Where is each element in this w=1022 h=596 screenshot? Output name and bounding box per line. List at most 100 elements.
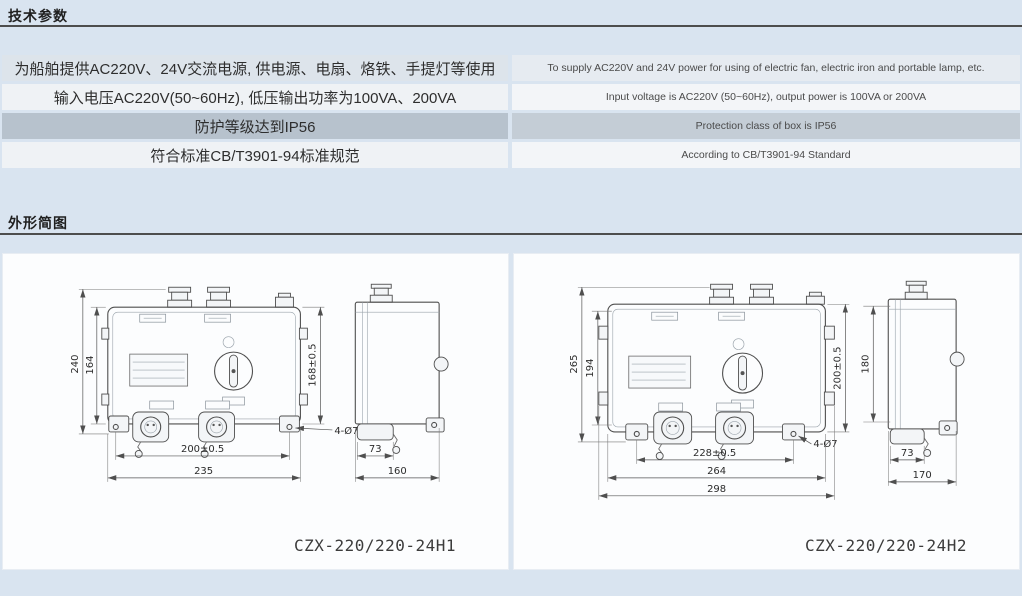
dim-body-height: 164 [85, 356, 96, 375]
dim-body-width: 264 [707, 466, 726, 477]
label-plate [205, 400, 230, 410]
hinge-lug [598, 325, 609, 340]
hinge-lug [101, 327, 110, 340]
side-view [354, 283, 449, 454]
dimensions: 265 194 200±0.5 180 4-Ø7 [569, 286, 957, 500]
section-title-tech-params: 技术参数 [8, 8, 68, 24]
cap-chain [203, 441, 207, 452]
model-caption: CZX-220/220-24H2 [804, 536, 968, 555]
outline-drawing-h2: 265 194 200±0.5 180 4-Ø7 [569, 280, 965, 500]
cable-gland-icon [207, 286, 231, 293]
rotary-switch [722, 352, 764, 394]
socket-side [889, 428, 925, 445]
clamp-lug [823, 325, 835, 340]
socket-outlet [132, 411, 170, 443]
dim-right-height: 168±0.5 [307, 343, 318, 386]
side-fitting [949, 351, 965, 367]
param-cell-zh: 为船舶提供AC220V、24V交流电源, 供电源、电扇、烙铁、手提灯等使用 [2, 55, 508, 81]
socket-outlet [653, 411, 693, 445]
socket-cap [134, 449, 143, 458]
front-view [101, 286, 308, 458]
mounting-foot [938, 420, 958, 436]
mounting-foot [425, 417, 445, 433]
dim-hole-note: 4-Ø7 [334, 425, 358, 437]
mounting-hole [112, 423, 119, 431]
table-row: 符合标准CB/T3901-94标准规范 According to CB/T390… [2, 142, 1020, 168]
enclosure-side [887, 298, 957, 430]
table-row: 为船舶提供AC220V、24V交流电源, 供电源、电扇、烙铁、手提灯等使用 To… [2, 55, 1020, 81]
side-view [887, 280, 965, 457]
socket-side [356, 423, 394, 441]
mounting-hole [944, 424, 951, 432]
section-rule [0, 25, 1022, 27]
cable-gland-icon [370, 283, 392, 289]
dim-side-front-depth: 73 [901, 448, 914, 459]
section-rule [0, 233, 1022, 235]
enclosure-side [354, 301, 440, 425]
table-row: 防护等级达到IP56 Protection class of box is IP… [2, 113, 1020, 139]
cable-gland-icon [905, 280, 927, 286]
cap-chain [137, 441, 142, 452]
mounting-hole [286, 423, 293, 431]
dim-side-height: 180 [860, 355, 871, 374]
param-table: 为船舶提供AC220V、24V交流电源, 供电源、电扇、烙铁、手提灯等使用 To… [2, 55, 1020, 171]
dim-side-depth: 170 [913, 470, 932, 481]
side-fitting [433, 356, 449, 372]
cap-chain [392, 433, 398, 447]
dim-overall-width: 298 [707, 484, 726, 495]
model-caption: CZX-220/220-24H1 [293, 536, 457, 555]
top-fitting [808, 291, 822, 297]
drawing-panel-h2: 265 194 200±0.5 180 4-Ø7 [513, 253, 1020, 570]
socket-cap [923, 448, 932, 457]
cable-gland-icon [168, 286, 192, 293]
cap-chain [720, 443, 724, 454]
dim-overall-height: 240 [70, 355, 81, 374]
socket-outlet [715, 411, 754, 445]
label-plate [658, 402, 684, 412]
cable-gland-icon [750, 283, 773, 290]
outline-drawing-h1: 240 164 168±0.5 4-Ø7 200±0.5 [70, 283, 449, 482]
socket-cap [655, 451, 664, 460]
hinge-lug [598, 391, 609, 406]
cable-gland-icon [710, 283, 734, 290]
param-cell-zh: 输入电压AC220V(50~60Hz), 低压输出功率为100VA、200VA [2, 84, 508, 110]
dim-hole-span: 200±0.5 [181, 444, 224, 455]
vent-hole [732, 338, 745, 350]
dim-side-depth: 160 [388, 466, 407, 477]
mounting-hole [790, 430, 797, 437]
front-view [598, 283, 835, 460]
rotary-switch [214, 351, 254, 391]
vent-hole [222, 336, 235, 348]
label-plate [149, 400, 175, 410]
param-cell-zh: 防护等级达到IP56 [2, 113, 508, 139]
dim-hole-span: 228±0.5 [693, 448, 736, 459]
dimensions: 240 164 168±0.5 4-Ø7 200±0.5 [70, 288, 440, 482]
param-cell-zh: 符合标准CB/T3901-94标准规范 [2, 142, 508, 168]
mounting-foot [108, 415, 130, 433]
section-title-outline: 外形简图 [8, 215, 68, 231]
socket-outlet [198, 411, 235, 443]
clamp-lug [298, 327, 308, 340]
mounting-hole [633, 430, 640, 437]
hinge-lug [101, 393, 110, 406]
cap-chain [658, 443, 663, 454]
outline-panels: 240 164 168±0.5 4-Ø7 200±0.5 [2, 253, 1020, 570]
dim-right-height: 200±0.5 [832, 346, 843, 389]
param-cell-en: According to CB/T3901-94 Standard [512, 142, 1020, 168]
mounting-hole [431, 421, 438, 429]
param-cell-en: Protection class of box is IP56 [512, 113, 1020, 139]
param-cell-en: To supply AC220V and 24V power for using… [512, 55, 1020, 81]
dim-overall-width: 235 [194, 466, 213, 477]
table-row: 输入电压AC220V(50~60Hz), 低压输出功率为100VA、200VA … [2, 84, 1020, 110]
dim-overall-height: 265 [569, 355, 580, 374]
label-plate [716, 402, 741, 412]
drawing-panel-h1: 240 164 168±0.5 4-Ø7 200±0.5 [2, 253, 509, 570]
param-cell-en: Input voltage is AC220V (50~60Hz), outpu… [512, 84, 1020, 110]
socket-cap [392, 445, 401, 454]
dim-body-height: 194 [585, 359, 596, 378]
dim-side-front-depth: 73 [369, 444, 382, 455]
clamp-lug [823, 391, 835, 406]
clamp-lug [298, 393, 308, 406]
cap-chain [923, 437, 929, 450]
